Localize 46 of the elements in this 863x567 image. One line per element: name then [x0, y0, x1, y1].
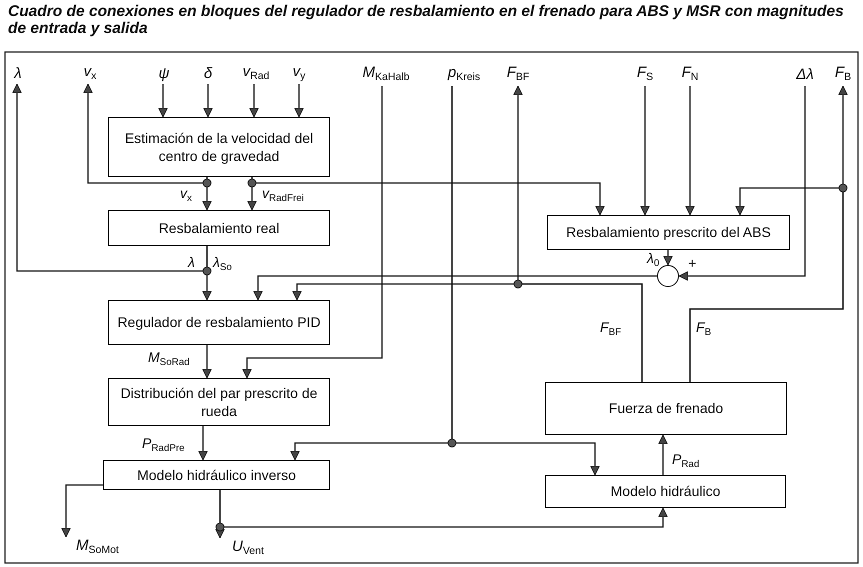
arrow — [158, 84, 168, 118]
diagram-title: Cuadro de conexiones en bloques del regulador de resbalamiento en el frenado para ABS y MSR con magnitudes de entrada y salida — [8, 3, 845, 38]
arrow — [203, 84, 213, 118]
signal-label: ψ — [155, 62, 173, 84]
arrow — [640, 86, 650, 216]
signal-label: F$_{S}$ — [633, 62, 657, 86]
arrow — [61, 484, 103, 538]
arrow — [294, 84, 304, 118]
arrow — [292, 283, 643, 382]
arrow — [249, 84, 259, 118]
process-block: Fuerza de frenado — [545, 382, 787, 435]
signal-label: F$_{N}$ — [678, 62, 702, 86]
process-block: Resbalamiento prescrito del ABS — [547, 215, 790, 250]
signal-label: Δλ — [788, 62, 822, 86]
signal-label: v$_{Rad}$ — [236, 62, 276, 84]
signal-label: M$_{SoMot}$ — [56, 537, 146, 561]
arrow — [689, 187, 844, 382]
signal-label: F$_{BF}$ — [503, 62, 533, 86]
process-block: Resbalamiento real — [108, 210, 330, 246]
arrow — [202, 177, 212, 210]
arrow — [202, 345, 212, 378]
summing-junction — [657, 265, 679, 287]
arrow — [685, 86, 695, 216]
arrow — [658, 434, 668, 475]
signal-label: p$_{Kreis}$ — [438, 62, 490, 86]
arrow — [219, 490, 668, 528]
process-block: Regulador de resbalamiento PID — [108, 300, 330, 345]
arrow — [663, 250, 673, 266]
arrow — [678, 86, 806, 281]
arrow — [198, 426, 208, 460]
signal-label: v$_{y}$ — [288, 62, 310, 84]
signal-label: F$_{B}$ — [831, 62, 855, 86]
signal-label: M$_{KaHalb}$ — [350, 62, 422, 86]
process-block: Estimación de la velocidad del centro de gravedad — [108, 117, 330, 177]
signal-label: λ — [8, 62, 28, 84]
arrow — [242, 86, 383, 378]
signal-label: U$_{Vent}$ — [212, 538, 282, 559]
process-block: Modelo hidráulico — [545, 475, 786, 508]
signal-label: δ — [199, 62, 217, 84]
arrow — [251, 177, 605, 216]
process-block: Distribución del par prescrito de rueda — [108, 378, 330, 426]
arrow — [202, 246, 212, 300]
arrow — [253, 275, 657, 300]
process-block: Modelo hidráulico inverso — [103, 460, 330, 490]
signal-label: v$_{x}$ — [78, 62, 102, 84]
arrow — [451, 86, 600, 476]
